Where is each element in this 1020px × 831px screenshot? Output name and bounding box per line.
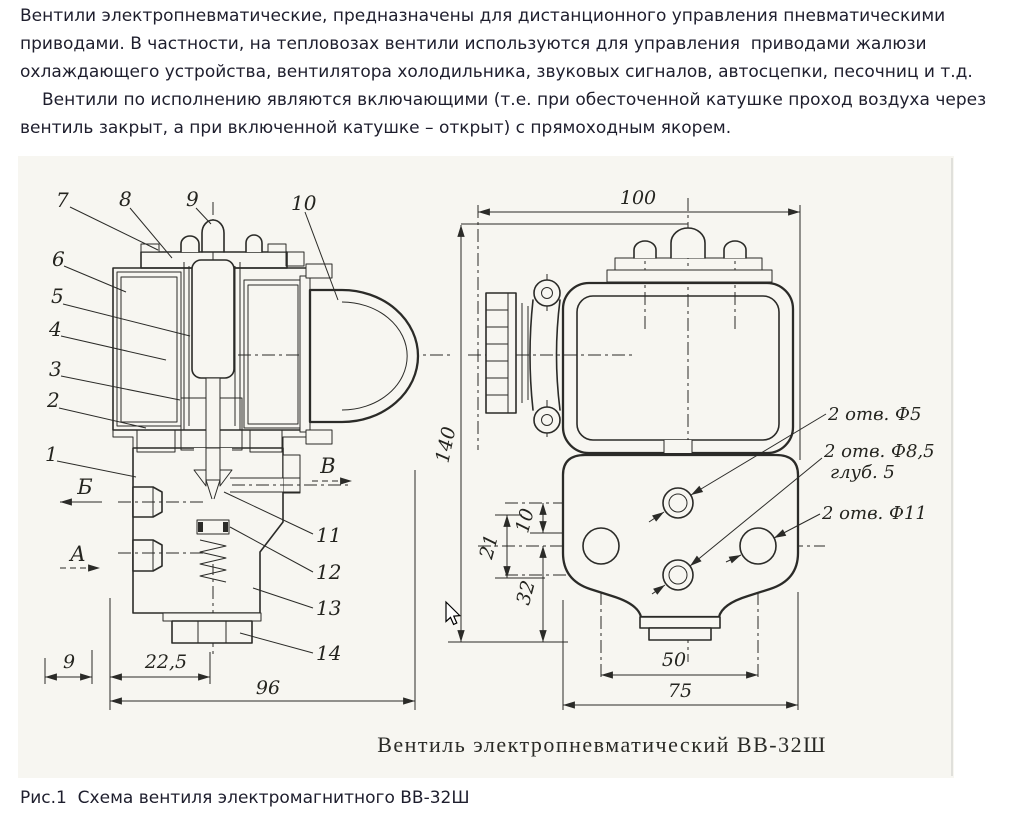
intro-paragraph-2: Вентили по исполнению являются включающи…	[20, 90, 992, 138]
callout-14: 14	[316, 641, 341, 665]
callout-6: 6	[52, 247, 65, 271]
figure-title: Вентиль электропневматический ВВ-32Ш	[377, 732, 827, 757]
callout-1: 1	[45, 442, 58, 466]
dim-9: 9	[63, 651, 75, 673]
callout-8: 8	[119, 187, 132, 211]
section-arrows: Б А В	[60, 454, 352, 572]
right-view-dimensions: 100 140 10 21 32 50 75	[431, 187, 801, 710]
callout-10: 10	[291, 191, 317, 215]
section-label-v: В	[319, 454, 335, 478]
dim-22-5: 22,5	[144, 651, 187, 673]
callout-5: 5	[51, 284, 64, 308]
figure-caption: Рис.1 Схема вентиля электромагнитного ВВ…	[20, 788, 470, 808]
callout-12: 12	[316, 560, 341, 584]
section-label-b: Б	[76, 475, 92, 499]
callout-9: 9	[186, 187, 199, 211]
callout-numbers: 7 8 9 10 6 5 4 3 2 1 11 12 13 14	[45, 187, 341, 665]
left-view-dimensions: 9 22,5 96	[44, 470, 416, 710]
right-view	[468, 198, 825, 680]
dim-96: 96	[256, 677, 280, 699]
section-label-a: А	[68, 542, 86, 566]
intro-text: Вентили электропневматические, предназна…	[20, 2, 1012, 142]
note-2otv-f5: 2 отв. Ф5	[827, 404, 921, 425]
left-view-section	[112, 202, 452, 658]
hole-notes: 2 отв. Ф5 2 отв. Ф8,5 глуб. 5 2 отв. Ф11	[648, 404, 935, 595]
note-2otv-f11: 2 отв. Ф11	[821, 503, 927, 524]
callout-2: 2	[46, 388, 60, 412]
callout-7: 7	[56, 188, 69, 212]
callout-11: 11	[316, 523, 341, 547]
dim-75: 75	[668, 680, 692, 702]
note-f85-depth: глуб. 5	[830, 462, 895, 483]
intro-paragraph-1: Вентили электропневматические, предназна…	[20, 6, 973, 82]
dim-50: 50	[662, 649, 686, 671]
callout-3: 3	[49, 357, 62, 381]
note-2otv-f85: 2 отв. Ф8,5	[823, 441, 935, 462]
dim-100: 100	[620, 187, 656, 209]
callout-4: 4	[48, 317, 62, 341]
callout-leaders	[56, 206, 339, 654]
callout-13: 13	[316, 596, 341, 620]
mouse-cursor	[445, 600, 462, 626]
